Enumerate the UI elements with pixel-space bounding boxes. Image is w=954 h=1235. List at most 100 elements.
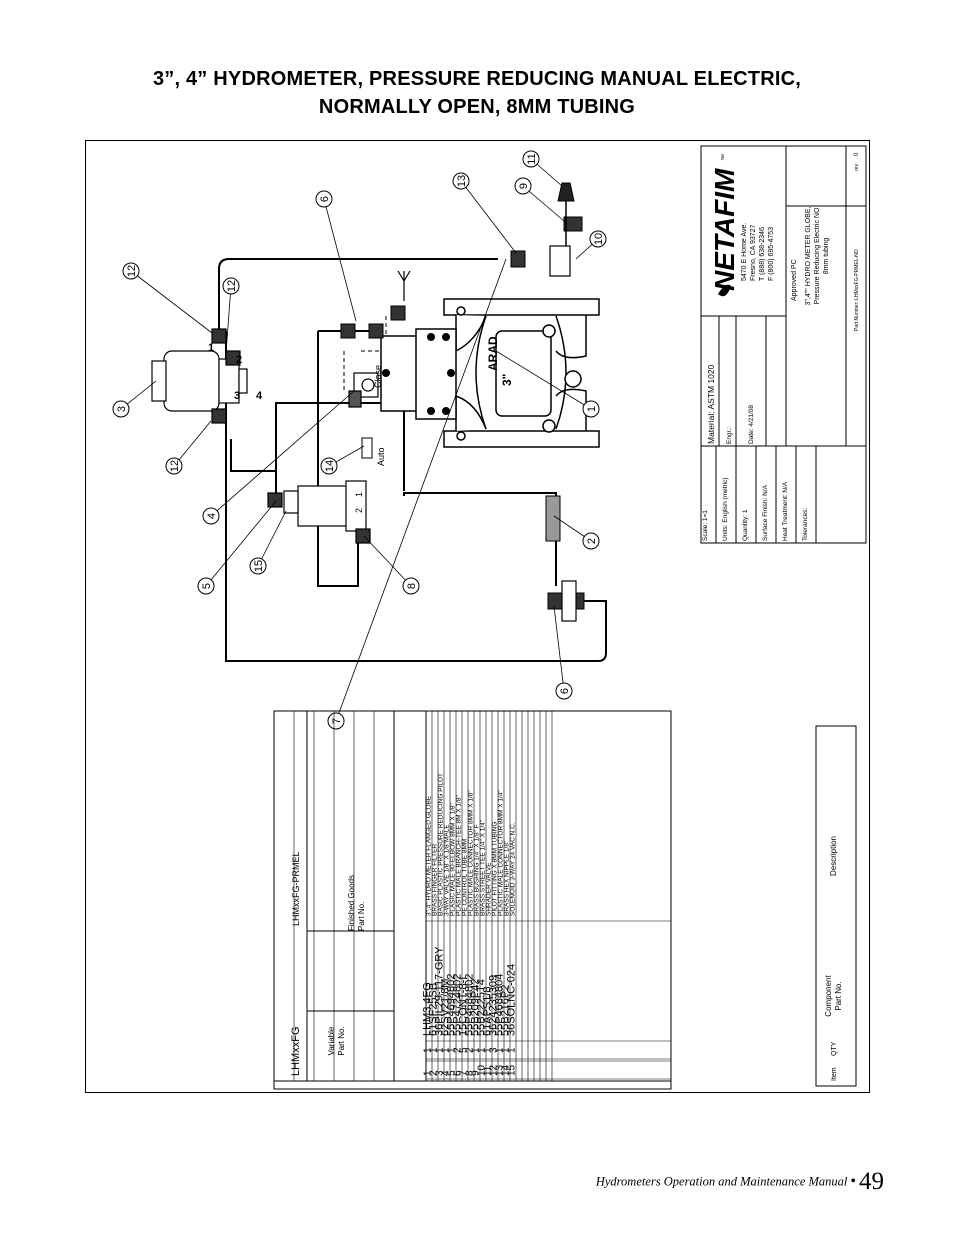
callout-6: 6 xyxy=(553,605,573,700)
svg-text:5470 E Home Ave.: 5470 E Home Ave. xyxy=(741,223,748,281)
callout-number: 5 xyxy=(201,583,213,589)
head-finished: Finished Goods xyxy=(347,875,356,931)
page-footer: Hydrometers Operation and Maintenance Ma… xyxy=(596,1168,884,1196)
approved-label: Approved PC xyxy=(791,259,798,301)
bom-description: PLASIC MALE 90-ELBOW 8MM X 1/8" xyxy=(449,802,456,916)
bom-description: BRASS HEX NIPPLE 1/8" xyxy=(503,840,510,916)
pilot-port-3: 3 xyxy=(234,390,240,402)
vent-arrow xyxy=(397,270,411,301)
head-variable: Variable xyxy=(327,1026,336,1055)
bom-part: 55P4724802 xyxy=(451,974,463,1036)
bom-qty: 1 xyxy=(476,1047,487,1053)
bom-item: 2 xyxy=(428,1070,439,1076)
callout-1: 1 xyxy=(495,350,600,418)
bom-part: 15CONT-8-I xyxy=(457,977,469,1036)
bom-item: 7 xyxy=(458,1070,469,1076)
title-block xyxy=(700,145,867,544)
head-variable: Part No. xyxy=(337,1026,346,1055)
bom-part: 55P4684802 xyxy=(463,974,475,1036)
svg-text:Heat Treatment: N/A: Heat Treatment: N/A xyxy=(782,481,789,541)
callout-6: 6 xyxy=(315,190,357,322)
bom-description: BASIC PLASTIC PRESSURE REDUCING PILOT xyxy=(437,773,444,916)
callout-12: 12 xyxy=(165,420,212,475)
bom-qty: 1 xyxy=(494,1047,505,1053)
head-item: Item xyxy=(831,1067,838,1081)
bom-part: 55P4684804 xyxy=(493,974,505,1036)
callout-15: 15 xyxy=(249,510,287,575)
callout-number: 14 xyxy=(324,460,336,472)
bom-description: PLASTIC MALE CONNECTOR 8MM X 1/8" xyxy=(467,790,474,916)
callout-number: 12 xyxy=(226,280,238,292)
bom-part: 3624235309 xyxy=(487,975,499,1036)
callout-number: 6 xyxy=(319,196,331,202)
bom-description: 3-WAY VALVE 1/8" X 1/8"MALE xyxy=(443,824,450,916)
bom-part: 36PIL29-117-GRY xyxy=(433,946,445,1036)
bom-qty: 1 xyxy=(434,1047,445,1053)
callout-number: 8 xyxy=(406,583,418,589)
bom-item: 1 xyxy=(422,1070,433,1076)
bom-qty: 3 xyxy=(488,1047,499,1053)
svg-text:Scale: 1=1: Scale: 1=1 xyxy=(702,510,709,541)
callout-number: 4 xyxy=(206,513,218,519)
svg-text:Tolerances:: Tolerances: xyxy=(802,508,809,541)
head-component: Component xyxy=(824,975,833,1017)
svg-text:Engr.:: Engr.: xyxy=(726,427,733,444)
bom-item: 15 xyxy=(506,1064,517,1076)
svg-text:8mm tubing: 8mm tubing xyxy=(823,238,830,275)
close-label: Close xyxy=(373,365,383,388)
solenoid-port-1: 1 xyxy=(354,492,364,497)
svg-text:3",4"" HYDRO METER GLOBE,: 3",4"" HYDRO METER GLOBE, xyxy=(805,207,812,306)
bom-description: SHRADER VALVE xyxy=(485,862,492,916)
svg-text:Units: English (metric): Units: English (metric) xyxy=(722,477,729,541)
solenoid-port-2: 2 xyxy=(354,508,364,513)
callout-number: 7 xyxy=(331,718,343,724)
bom-description: PLASTIC MALE CONNECTOR 8MM X 1/4" xyxy=(497,790,504,916)
valve-bolts xyxy=(382,333,455,415)
callout-7: 7 xyxy=(327,258,507,730)
svg-text:Date: 4/21/08: Date: 4/21/08 xyxy=(748,405,755,444)
pilot-port-2: 2 xyxy=(236,354,242,366)
bom-item: 11 xyxy=(482,1065,493,1076)
bom-qty: 1 xyxy=(440,1047,451,1053)
callout-number: 6 xyxy=(559,688,571,694)
bom-item: 12 xyxy=(488,1064,499,1076)
callout-number: 9 xyxy=(518,183,530,189)
callout-8: 8 xyxy=(363,535,420,595)
bom-item: 9 xyxy=(470,1070,481,1076)
netafim-logo: NETAFIM ™ xyxy=(709,154,740,297)
bom-qty: 1 xyxy=(428,1047,439,1053)
bom-part: 55P4694802 xyxy=(445,974,457,1036)
bom-part: 36SOLNC-024 xyxy=(505,964,517,1036)
callout-4: 4 xyxy=(202,390,355,525)
callout-2: 2 xyxy=(553,515,600,550)
bom-qty: 2 xyxy=(464,1047,475,1053)
svg-text:F (800) 695-4753: F (800) 695-4753 xyxy=(768,227,775,281)
bom-description: BRASS BUSHING 1/4" X 1/8" F xyxy=(473,824,480,916)
bom-item: 3 xyxy=(434,1070,445,1076)
callout-number: 10 xyxy=(593,233,605,245)
bom-description: PLASTIC MALE BRANCH-TEE 8M X 1/8" xyxy=(455,795,462,916)
callout-number: 15 xyxy=(253,560,265,572)
finished-part-no: LHMxxFG-PRMEL xyxy=(291,851,301,926)
bom-part: 55B209P42 xyxy=(469,979,481,1037)
callout-13: 13 xyxy=(452,172,517,254)
bom-part: LHM3,4FG xyxy=(421,982,433,1036)
bom-item: 5 xyxy=(446,1070,457,1076)
bom-part: 55B216P2 xyxy=(499,985,511,1036)
callout-14: 14 xyxy=(320,445,365,475)
part-number: Part Number: LHMxxFG-PRMEL-NO xyxy=(854,249,860,331)
callout-number: 2 xyxy=(586,538,598,544)
bom-qty: 1 xyxy=(482,1047,493,1053)
auto-label: Auto xyxy=(376,447,386,466)
callout-12: 12 xyxy=(222,277,240,354)
callout-5: 5 xyxy=(197,500,277,595)
